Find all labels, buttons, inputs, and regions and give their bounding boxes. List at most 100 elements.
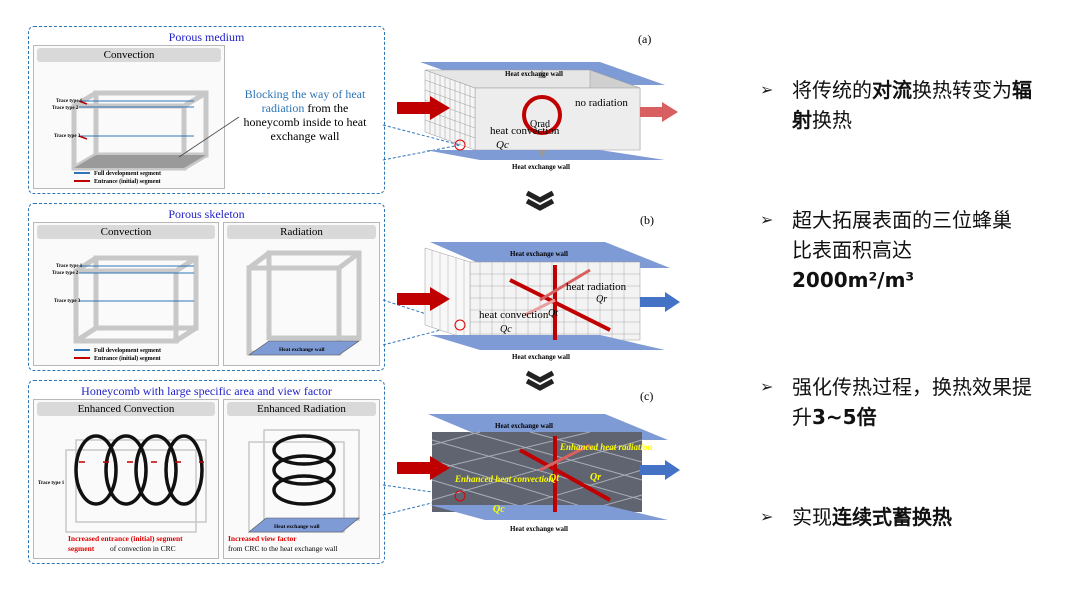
c-wall-top-label: Heat exchange wall [495, 422, 553, 430]
b-qr: Qr [596, 294, 607, 305]
c-enh-radiation: Enhanced heat radiation [559, 442, 653, 452]
conv-note-red: Increased entrance (initial) segment [68, 534, 183, 543]
legend-full: Full development segment [94, 171, 161, 177]
c-wall-bottom-label: Heat exchange wall [510, 525, 568, 533]
a-wall-top-label: Heat exchange wall [505, 70, 563, 78]
legend-entrance: Entrance (initial) segment [94, 178, 161, 185]
trace1-label: Trace type 1 [56, 99, 83, 104]
a-qrad-ring [522, 95, 562, 135]
bullet-arrow-icon: ➢ [760, 80, 774, 99]
panel-c-convection-header: Enhanced Convection [37, 402, 215, 416]
bullet-arrow-icon: ➢ [760, 210, 774, 229]
a-box-top [424, 69, 641, 89]
rad-wall-c [248, 517, 360, 533]
b-qc: Qc [500, 324, 512, 335]
c-tag: (c) [640, 389, 653, 403]
legend-entrance: Entrance (initial) segment [94, 355, 161, 362]
trace2-label: Trace type 2 [52, 271, 79, 276]
trace1-label: Trace type 1 [38, 481, 65, 486]
trace3-label: Trace type 3 [54, 299, 81, 304]
b-tag: (b) [640, 213, 654, 227]
a-wall-bottom [425, 150, 665, 160]
a-qrad: Qrad [530, 119, 550, 130]
a-no-radiation: no radiation [575, 97, 628, 109]
b-wall-top-label: Heat exchange wall [510, 250, 568, 258]
c-qc: Qc [493, 504, 505, 515]
chevron-down-icon-1 [525, 190, 555, 211]
a-out-arrow [640, 102, 678, 122]
diagram-a: (a) Heat exchange wall Heat exchange wal… [397, 32, 678, 171]
wall-label-c: Heat exchange wall [274, 524, 320, 530]
panel-c-rad-svg: Heat exchange wall Increased view factor… [228, 429, 360, 553]
a-in-arrow [397, 96, 450, 120]
rad-wall-label: Heat exchange wall [279, 347, 325, 353]
a-wall-top [420, 62, 665, 85]
panel-b-radiation-box: Radiation Heat exchange wall [223, 222, 380, 366]
panel-c-coil-svg: Trace type 1 Increased entrance (initial… [38, 434, 207, 553]
b-wall-bottom [430, 335, 665, 350]
panel-porous-skeleton: Porous skeleton Convection Trace type 1 … [28, 203, 385, 371]
b-grid-body [469, 261, 641, 341]
b-heat-radiation: heat radiation [566, 281, 627, 293]
panel-b-convection-box: Convection Trace type 1 Trace type 2 Tra… [33, 222, 219, 366]
b-wall-top [430, 242, 670, 268]
a-grid-face [424, 69, 476, 151]
conv-note-black: of convection in CRC [110, 544, 176, 553]
a-wall-bottom-label: Heat exchange wall [512, 163, 570, 171]
bullet-4-text: 实现连续式蓄换热 [792, 505, 952, 529]
diagram-b: (b) Heat exchange wall Heat exchange wal… [397, 213, 680, 361]
b-in-arrow [397, 287, 450, 311]
a-heat-convection: heat convection [490, 125, 560, 137]
c-out-arrow [640, 460, 680, 480]
b-qt: Qt [548, 308, 558, 319]
c-in-arrow [397, 456, 450, 480]
conv-note-prefix: segment [68, 544, 95, 553]
panel-b-convection-header: Convection [37, 225, 215, 239]
panel-b-cube-svg: Trace type 1 Trace type 2 Trace type 3 F… [52, 255, 199, 362]
a-box-side [589, 69, 641, 151]
bullet-2-text: 超大拓展表面的三位蜂巢比表面积高达2000m²/m³ [792, 208, 1012, 292]
c-qt: Qt [549, 473, 560, 484]
b-wall-bottom-label: Heat exchange wall [512, 353, 570, 361]
panel-c-title: Honeycomb with large specific area and v… [81, 384, 332, 398]
panel-b-rad-cube-svg: Heat exchange wall [246, 250, 362, 356]
bullet-arrow-icon: ➢ [760, 507, 774, 526]
bullet-arrow-icon: ➢ [760, 377, 774, 396]
panel-a-title: Porous medium [168, 30, 245, 44]
blocking-text: Blocking the way of heat radiation from … [233, 87, 377, 143]
a-tag: (a) [638, 32, 651, 46]
cube-floor [74, 155, 206, 168]
b-grid-left [424, 247, 471, 341]
b-out-arrow [640, 292, 680, 312]
panel-a-convection-header: Convection [37, 48, 221, 62]
c-wall-bottom [430, 505, 668, 520]
a-qc: Qc [496, 139, 509, 151]
panel-a-cube-svg: Trace type 1 Trace type 2 Trace type 3 F… [52, 90, 209, 185]
c-mesh-body [432, 432, 642, 512]
panel-c-convection-box: Enhanced Convection Trace type 1 Increas… [33, 399, 219, 559]
legend-full: Full development segment [94, 348, 161, 354]
c-enh-convection: Enhanced heat convection [454, 474, 554, 484]
panel-b-radiation-header: Radiation [227, 225, 376, 239]
trace3-label: Trace type 3 [54, 134, 81, 139]
b-heat-convection: heat convection [479, 309, 549, 321]
panel-c-radiation-box: Enhanced Radiation Heat exchange wall In… [223, 399, 380, 559]
rad-wall [248, 340, 360, 356]
rad-note-black: from CRC to the heat exchange wall [228, 544, 338, 553]
bullet-1-text: 将传统的对流换热转变为辐射换热 [792, 78, 1032, 132]
rad-note-red: Increased view factor [228, 534, 297, 543]
coil [74, 434, 204, 506]
a-box-front [474, 87, 641, 151]
trace1-label: Trace type 1 [56, 264, 83, 269]
blocking-black: from the honeycomb inside to heat exchan… [243, 101, 367, 143]
trace2-label: Trace type 2 [52, 106, 79, 111]
chevron-down-icon-2 [525, 370, 555, 391]
panel-honeycomb: Honeycomb with large specific area and v… [28, 380, 385, 564]
panel-b-title: Porous skeleton [168, 207, 245, 221]
bullet-3-text: 强化传热过程，换热效果提升3~5倍 [792, 375, 1032, 429]
panel-porous-medium: Porous medium Convection Trace type 1 Tr… [28, 26, 385, 194]
c-qr: Qr [590, 472, 601, 483]
c-wall-top [428, 414, 668, 440]
blocking-blue: Blocking the way of heat radiation [244, 87, 366, 115]
panel-a-convection-box: Convection Trace type 1 Trace type 2 Tra… [33, 45, 225, 189]
